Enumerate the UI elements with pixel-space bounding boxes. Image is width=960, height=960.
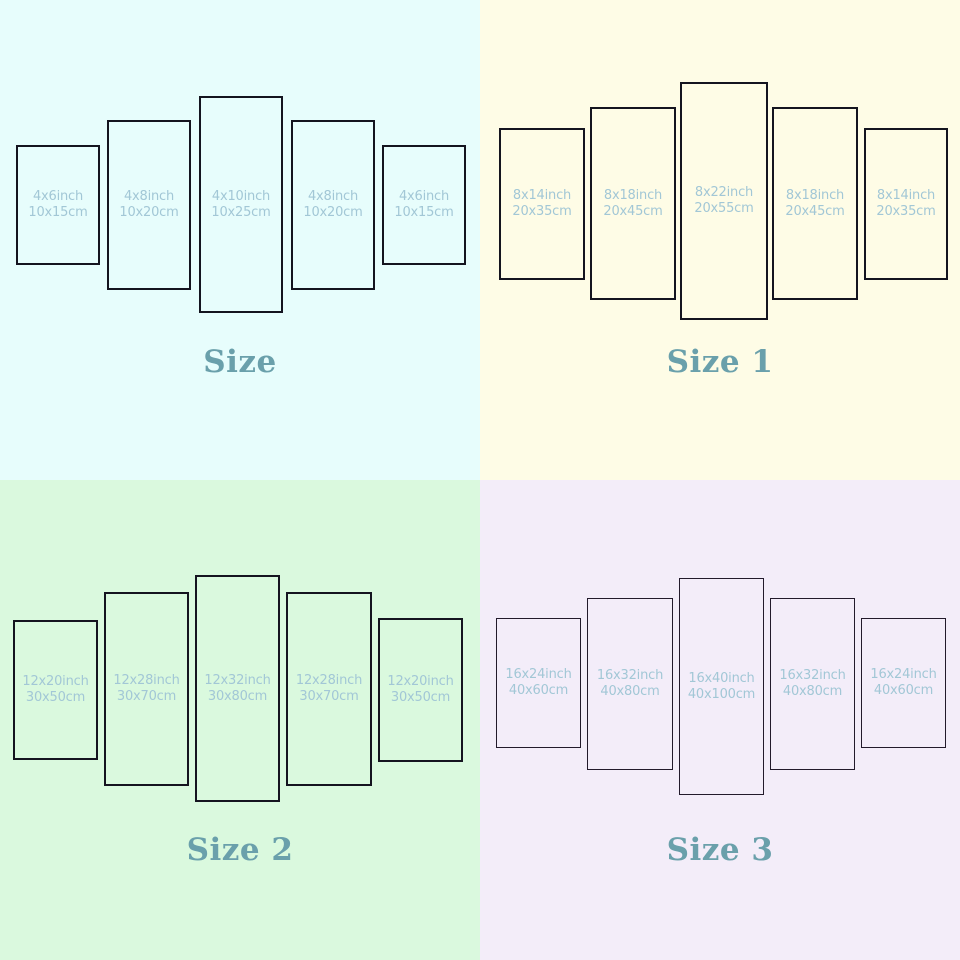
panel-size-inch: 8x14inch (512, 188, 572, 204)
size-group-caption: Size 1 (666, 344, 774, 380)
size-group-caption: Size 2 (186, 832, 294, 868)
panel-size-inch: 12x32inch (204, 672, 271, 688)
panel-size-cm: 20x45cm (603, 203, 663, 219)
panel-size-cm: 40x60cm (873, 683, 934, 698)
panel-size-cm: 20x45cm (785, 203, 845, 219)
panel-size-inch: 16x32inch (596, 668, 664, 684)
panel-size-cm: 30x70cm (299, 689, 359, 704)
panel-size-inch: 4x8inch (307, 189, 359, 205)
panel-size-inch: 16x24inch (505, 667, 572, 683)
panel-size-inch: 12x28inch (113, 673, 180, 689)
panel-size-cm: 40x60cm (508, 683, 569, 698)
panel-size-cm: 30x80cm (207, 688, 268, 704)
panel-size-cm: 40x80cm (782, 684, 843, 699)
panel-size-cm: 30x50cm (25, 690, 86, 705)
panel-size-cm: 20x35cm (876, 204, 936, 219)
panel-size-inch: 8x22inch (694, 185, 754, 201)
panel-size-inch: 4x10inch (211, 188, 271, 204)
panel-size-cm: 40x80cm (600, 684, 660, 699)
panel-size-inch: 4x8inch (123, 189, 175, 205)
panel-size-cm: 20x55cm (694, 201, 754, 216)
panel-size-cm: 30x50cm (390, 690, 451, 705)
panel-size-inch: 12x20inch (22, 674, 89, 690)
panel-size-cm: 10x20cm (303, 205, 363, 220)
size-group-caption: Size 3 (666, 832, 774, 868)
panel-size-cm: 10x20cm (119, 205, 179, 220)
panel-size-cm: 10x15cm (28, 205, 88, 220)
panel-size-inch: 8x18inch (603, 187, 663, 203)
panel-size-inch: 16x24inch (870, 667, 937, 683)
panel-size-cm: 40x100cm (687, 686, 756, 702)
panel-size-cm: 10x25cm (211, 204, 271, 220)
panel-size-inch: 8x14inch (876, 188, 936, 204)
panel-size-inch: 4x6inch (32, 189, 84, 205)
panel-size-inch: 4x6inch (398, 189, 450, 205)
panel-size-inch: 16x32inch (779, 668, 846, 684)
panel-size-inch: 8x18inch (785, 187, 845, 203)
panel-size-cm: 10x15cm (394, 205, 454, 220)
panel-size-inch: 16x40inch (688, 670, 755, 686)
panel-size-cm: 20x35cm (512, 204, 572, 219)
panel-size-inch: 12x28inch (295, 673, 363, 689)
panel-size-cm: 30x70cm (116, 689, 177, 704)
panel-size-inch: 12x20inch (387, 674, 454, 690)
size-group-caption: Size (203, 344, 277, 380)
